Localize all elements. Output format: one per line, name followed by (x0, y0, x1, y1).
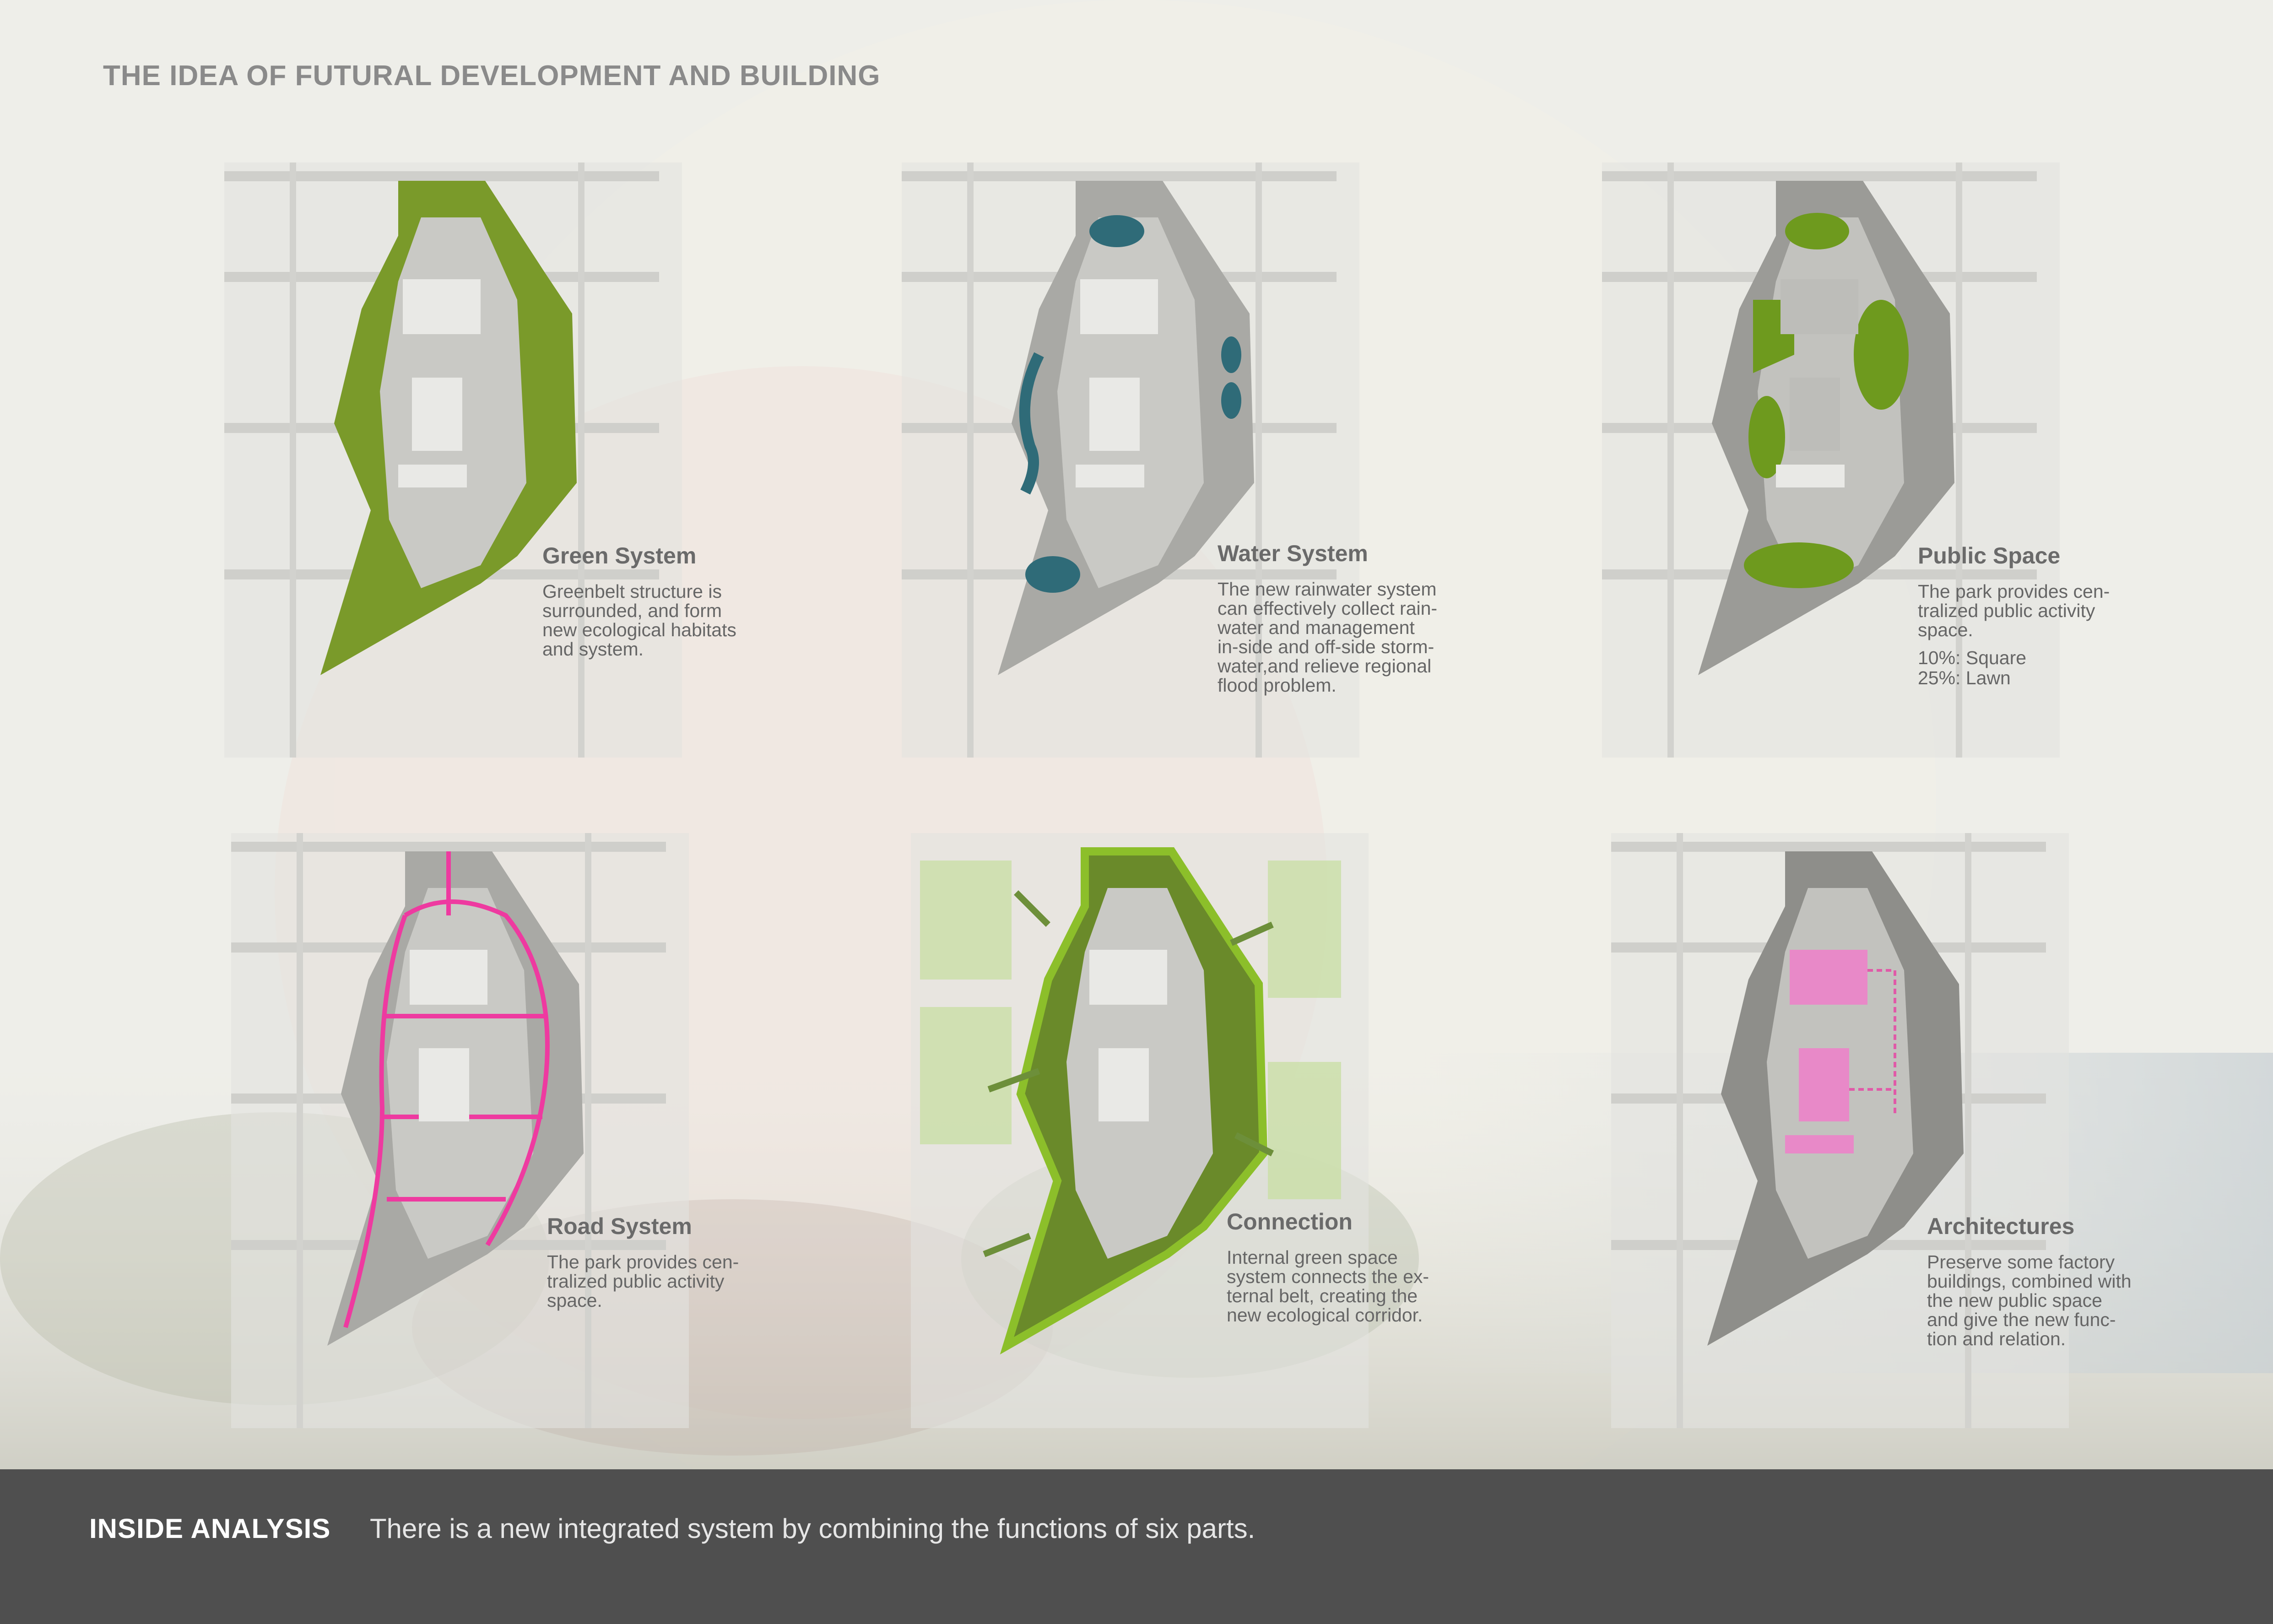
site-plan-road (231, 833, 689, 1428)
site-plan-green (224, 162, 682, 758)
caption-green-system: Green System Greenbelt structure is surr… (542, 542, 780, 659)
caption-heading: Architectures (1927, 1213, 2075, 1239)
caption-water-system: Water System The new rainwater system ca… (1218, 540, 1456, 695)
site-plan-water (902, 162, 1359, 758)
caption-body: The new rainwater system can effectively… (1218, 579, 1438, 696)
caption-connection: Connection Internal green space system c… (1227, 1208, 1465, 1325)
caption-heading: Road System (547, 1213, 692, 1239)
caption-public-space: Public Space The park provides cen- tral… (1918, 542, 2156, 688)
caption-body: Internal green space system connects the… (1227, 1247, 1429, 1326)
caption-architectures: Architectures Preserve some factory buil… (1927, 1213, 2165, 1348)
footer-summary: There is a new integrated system by comb… (370, 1513, 1256, 1544)
page-title: THE IDEA OF FUTURAL DEVELOPMENT AND BUIL… (103, 60, 881, 92)
panel-green-system: Green System Greenbelt structure is surr… (224, 162, 819, 803)
site-plan-public (1602, 162, 2060, 758)
panel-road-system: Road System The park provides cen- trali… (231, 833, 826, 1474)
caption-heading: Water System (1218, 541, 1368, 566)
caption-road-system: Road System The park provides cen- trali… (547, 1213, 785, 1310)
caption-body: Preserve some factory buildings, combine… (1927, 1251, 2132, 1349)
footer-heading: INSIDE ANALYSIS (89, 1513, 331, 1544)
caption-heading: Green System (542, 543, 697, 568)
panel-public-space: Public Space The park provides cen- tral… (1602, 162, 2197, 803)
caption-heading: Public Space (1918, 543, 2061, 568)
caption-body: The park provides cen- tralized public a… (547, 1251, 739, 1311)
caption-extra: 10%: Square 25%: Lawn (1918, 647, 2027, 688)
site-plan-architectures (1611, 833, 2069, 1428)
caption-body: Greenbelt structure is surrounded, and f… (542, 581, 736, 660)
panel-water-system: Water System The new rainwater system ca… (902, 162, 1497, 803)
footer-band: INSIDE ANALYSIS There is a new integrate… (0, 1469, 2273, 1624)
panel-architectures: Architectures Preserve some factory buil… (1611, 833, 2206, 1474)
site-plan-connection (911, 833, 1369, 1428)
caption-heading: Connection (1227, 1209, 1353, 1234)
caption-body: The park provides cen- tralized public a… (1918, 581, 2110, 640)
panel-connection: Connection Internal green space system c… (911, 833, 1506, 1474)
